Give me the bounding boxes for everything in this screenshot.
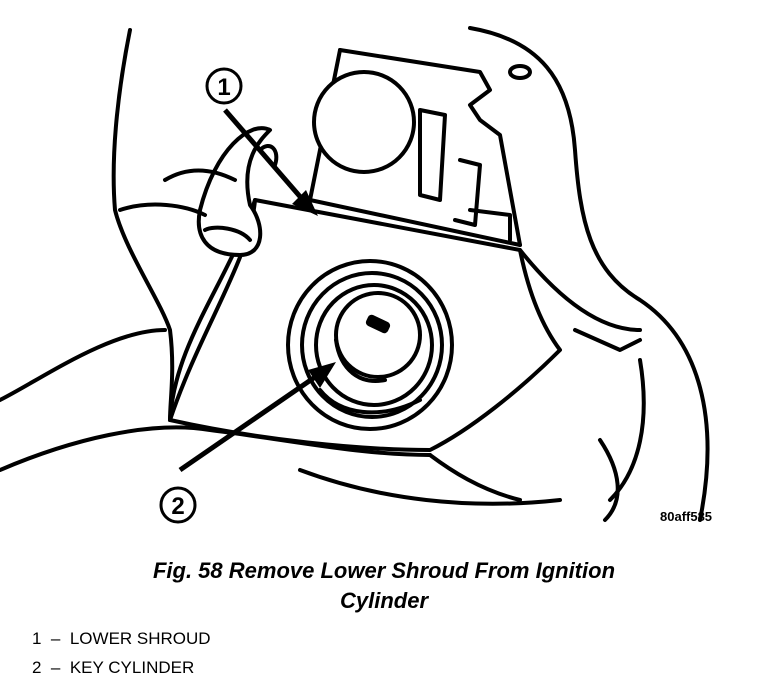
column-housing-outline <box>468 26 710 522</box>
ignition-shroud-illustration: 1 2 80aff585 <box>0 26 712 524</box>
legend-separator: – <box>50 658 61 677</box>
legend-number: 2 <box>32 658 42 677</box>
key-slot <box>365 314 391 334</box>
callout-2-label: 2 <box>171 493 184 520</box>
figure-caption: Fig. 58 Remove Lower Shroud From Ignitio… <box>0 556 768 616</box>
caption-line-1: Fig. 58 Remove Lower Shroud From Ignitio… <box>152 558 616 583</box>
caption-line-2: Cylinder <box>339 588 429 613</box>
hand <box>111 28 175 422</box>
legend-number: 1 <box>32 629 42 648</box>
legend-item: 1 – LOWER SHROUD <box>32 624 211 653</box>
callout-1-label: 1 <box>217 74 230 101</box>
figure-id: 80aff585 <box>660 509 712 524</box>
callout-2-arrowhead <box>308 362 336 388</box>
callout-1-leader <box>223 108 305 202</box>
key-cylinder-face <box>334 291 422 379</box>
legend-label: LOWER SHROUD <box>69 629 211 648</box>
callout-1-arrowhead <box>292 190 318 216</box>
callout-2: 2 <box>159 486 197 524</box>
callout-2-leader <box>178 372 320 473</box>
figure-legend: 1 – LOWER SHROUD 2 – KEY CYLINDER <box>32 624 211 682</box>
column-inner-curve <box>518 248 642 332</box>
steering-bracket <box>338 48 522 247</box>
legend-separator: – <box>50 629 61 648</box>
callout-1: 1 <box>205 67 243 105</box>
lever-knob <box>312 70 416 174</box>
cylinder-outer-ring <box>286 259 454 431</box>
legend-item: 2 – KEY CYLINDER <box>32 653 211 682</box>
legend-label: KEY CYLINDER <box>69 658 195 677</box>
